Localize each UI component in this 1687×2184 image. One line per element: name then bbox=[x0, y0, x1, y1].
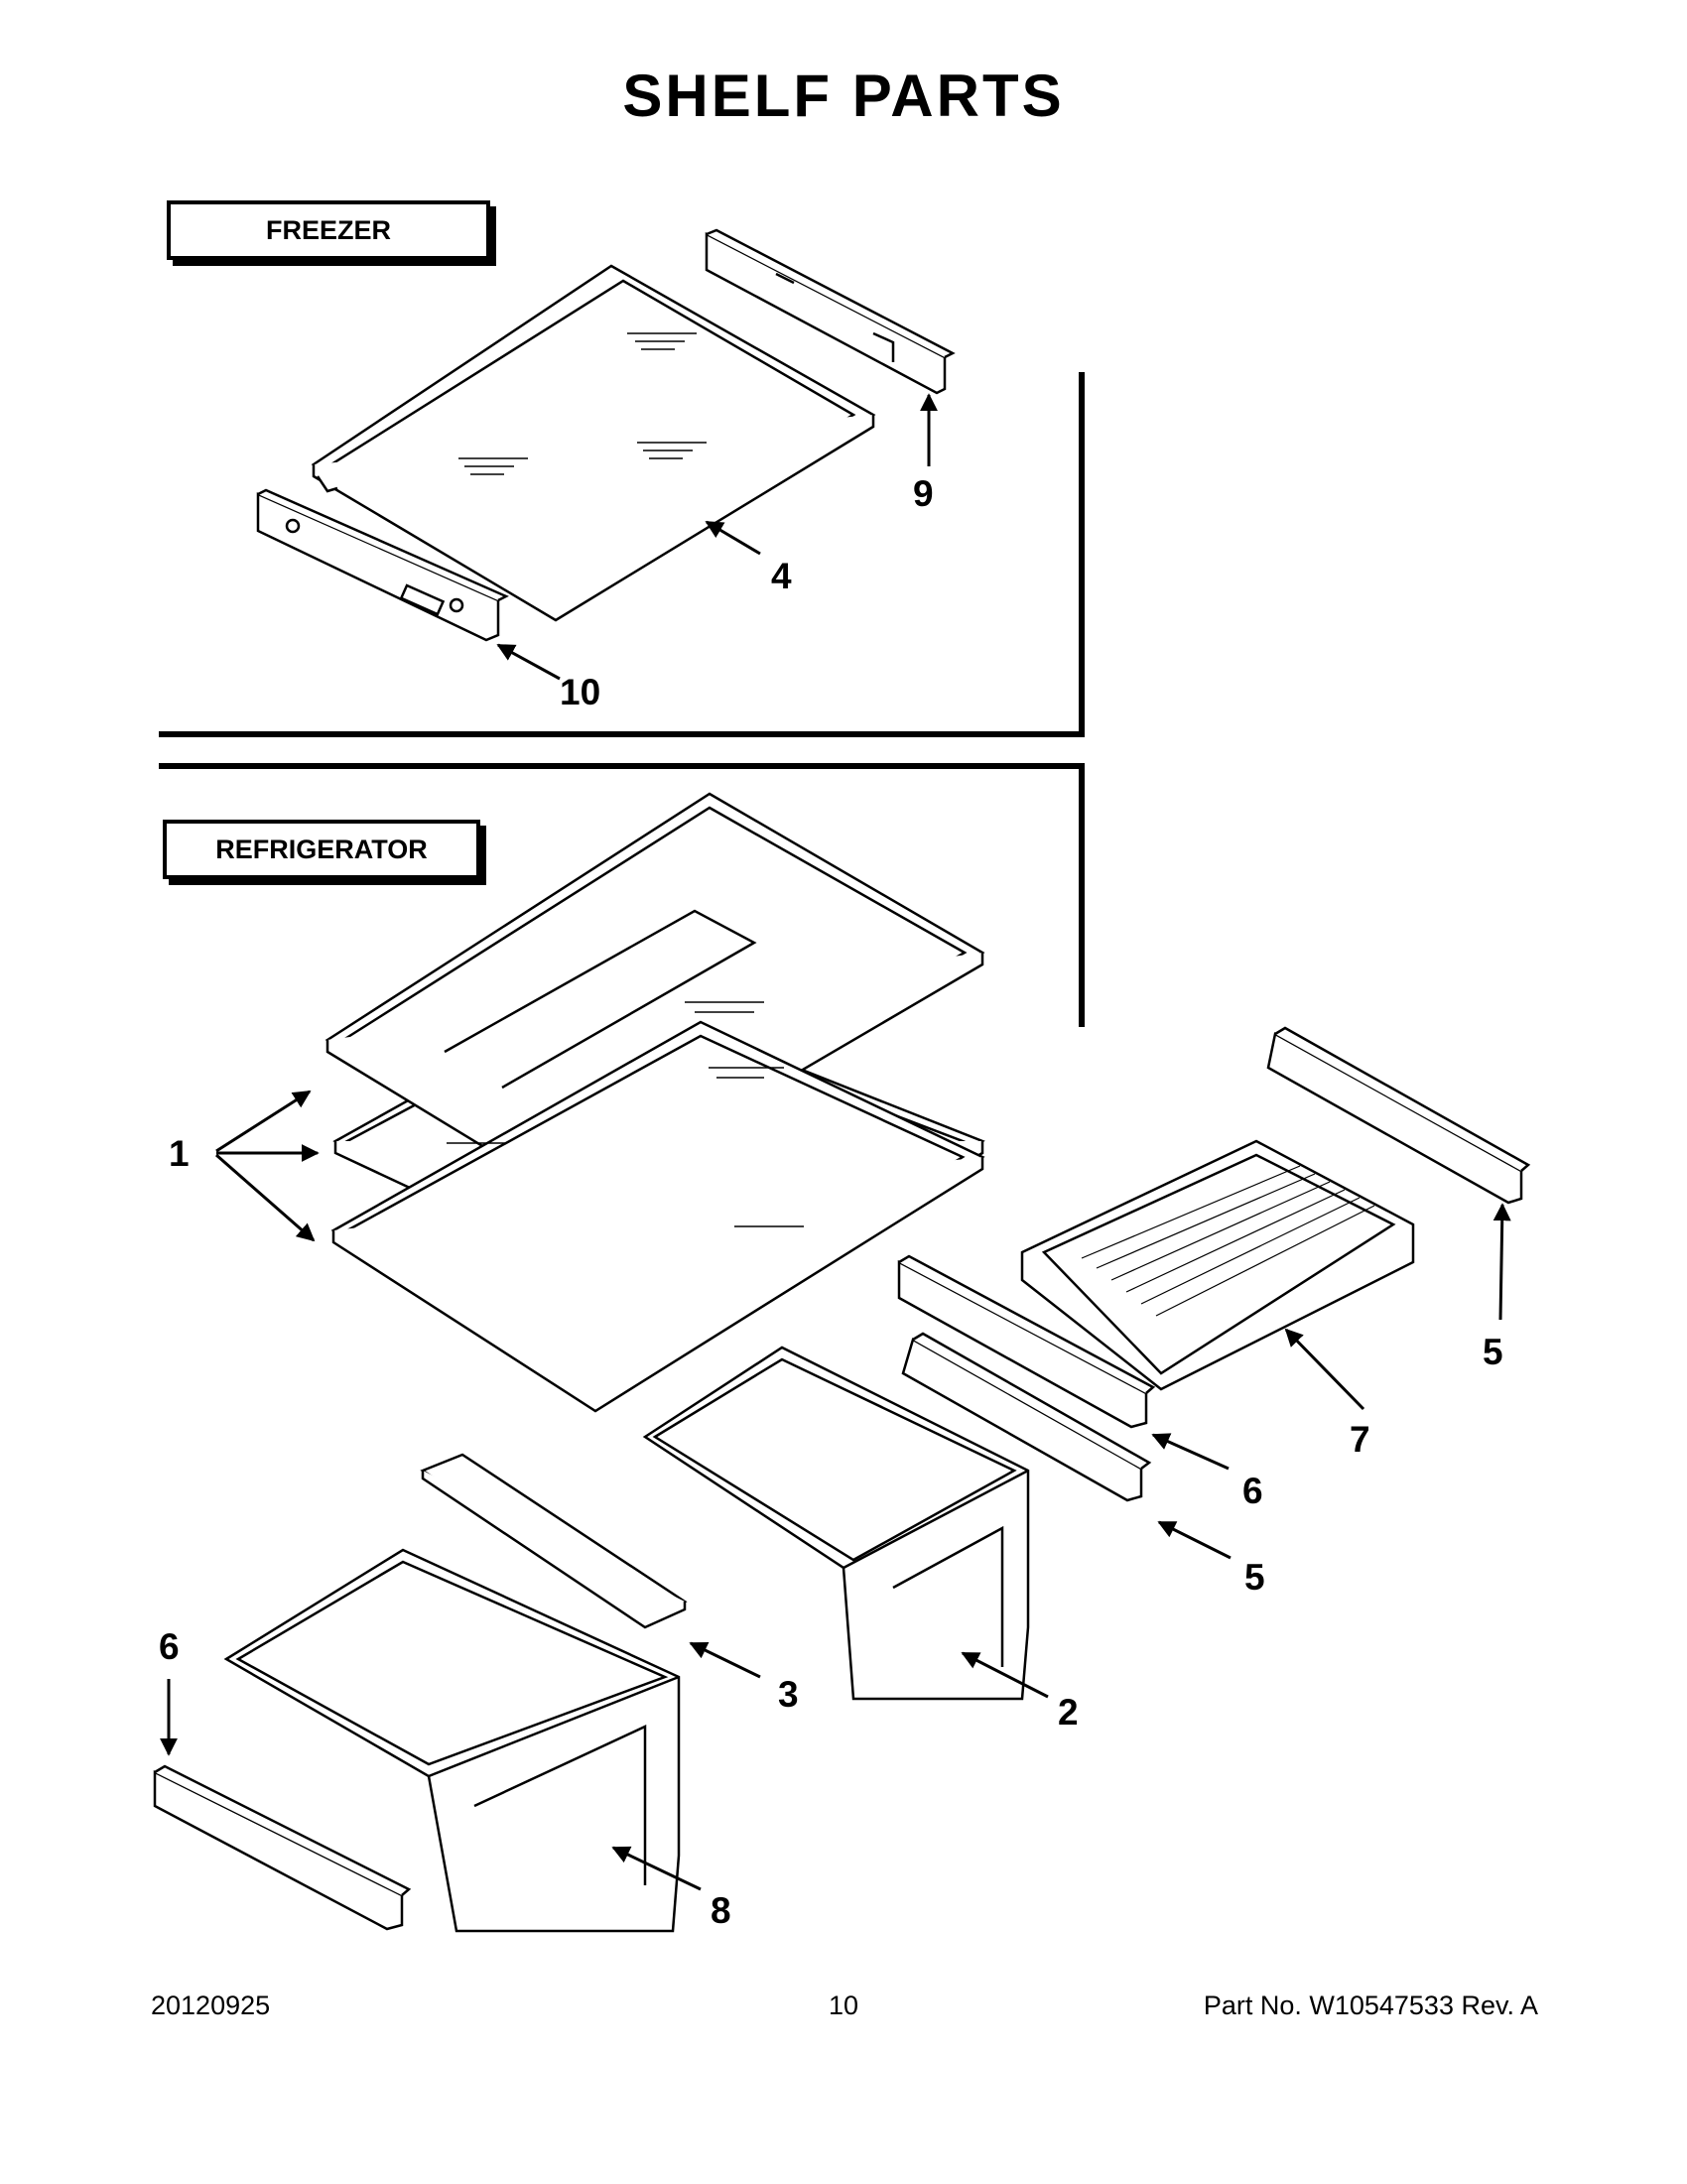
part-5-rail-lower bbox=[901, 1332, 1152, 1502]
callout-4: 4 bbox=[771, 556, 792, 596]
callout-8: 8 bbox=[711, 1890, 731, 1931]
part-2-crisper-drawer bbox=[642, 1346, 1030, 1701]
part-1-glass-shelves bbox=[324, 792, 985, 1413]
callout-5-upper: 5 bbox=[1483, 1332, 1503, 1372]
part-9-slide-rail bbox=[705, 228, 956, 395]
footer-part-number: Part No. W10547533 Rev. A bbox=[1203, 1991, 1538, 2020]
callout-6-middle: 6 bbox=[1242, 1471, 1263, 1511]
part-3-crisper-cover bbox=[420, 1453, 688, 1629]
refrigerator-section-label: REFRIGERATOR bbox=[163, 820, 480, 879]
callout-2: 2 bbox=[1058, 1692, 1079, 1733]
part-6-rail-left bbox=[153, 1764, 412, 1931]
callout-9: 9 bbox=[913, 473, 934, 514]
section-dividers bbox=[159, 372, 1085, 1027]
part-10-shelf-trim bbox=[256, 488, 509, 642]
freezer-section-label: FREEZER bbox=[167, 200, 490, 260]
footer-page-number: 10 bbox=[828, 1991, 859, 2020]
part-6-rail-middle bbox=[897, 1254, 1156, 1429]
callout-3: 3 bbox=[778, 1674, 799, 1715]
callout-6-left: 6 bbox=[159, 1626, 180, 1667]
callout-arrows bbox=[160, 393, 1511, 1891]
callout-1: 1 bbox=[169, 1133, 190, 1174]
part-4-glass-shelf bbox=[311, 264, 876, 622]
page-title: SHELF PARTS bbox=[622, 63, 1065, 129]
part-8-crisper-drawer bbox=[223, 1548, 681, 1933]
callout-10: 10 bbox=[560, 672, 600, 712]
callout-7: 7 bbox=[1350, 1419, 1370, 1460]
part-7-tray bbox=[1020, 1139, 1415, 1391]
callout-5-lower: 5 bbox=[1244, 1557, 1265, 1598]
part-5-rail-upper bbox=[1266, 1026, 1531, 1205]
footer-date: 20120925 bbox=[151, 1991, 271, 2020]
